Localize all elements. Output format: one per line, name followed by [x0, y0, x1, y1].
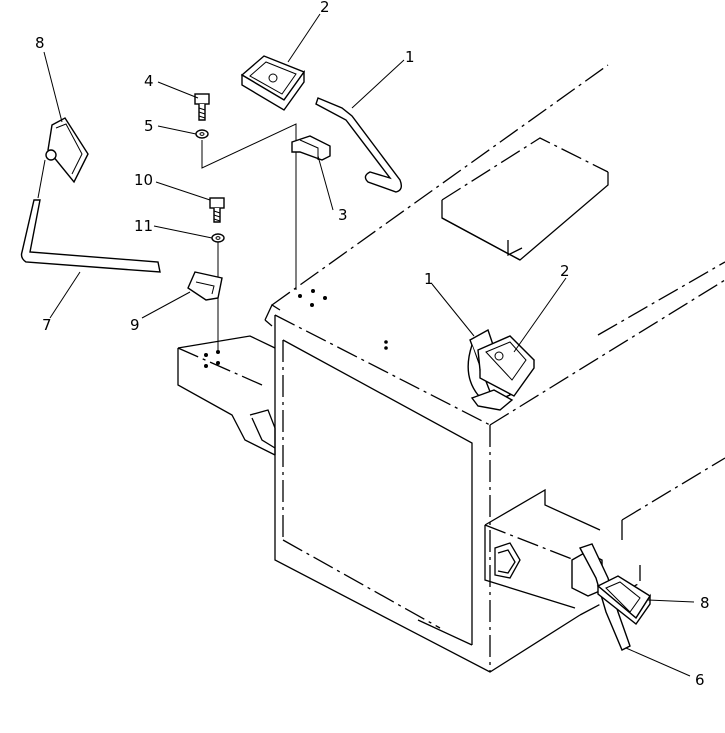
callout-labels: 8 2 1 4 5 3 10 11 7 9 1 2 8 6 [35, 0, 710, 689]
installed-assembly-upper [467, 328, 535, 411]
callout-6: 6 [695, 671, 705, 689]
callout-10: 10 [134, 171, 153, 189]
callout-9: 9 [130, 316, 140, 334]
callout-1-upper: 1 [405, 48, 415, 66]
callout-4: 4 [144, 72, 154, 90]
leader-lines [43, 13, 695, 677]
callout-8-right: 8 [700, 594, 710, 612]
clip-part-3 [291, 135, 331, 161]
callout-2-upper: 2 [320, 0, 330, 16]
rod-part-7 [20, 199, 161, 273]
washer-part-5 [195, 129, 209, 139]
callout-1-lower: 1 [424, 270, 434, 288]
callout-3: 3 [338, 206, 348, 224]
installed-assembly-lower [571, 543, 651, 651]
callout-7: 7 [42, 316, 52, 334]
callout-8-left: 8 [35, 34, 45, 52]
callout-5: 5 [144, 117, 154, 135]
washer-part-11 [211, 233, 225, 243]
pad-part-8-left [45, 117, 89, 184]
mount-holes [298, 289, 388, 350]
rod-part-1-upper [315, 97, 403, 193]
bolt-part-4 [194, 93, 210, 121]
right-lower-bracket [484, 488, 601, 609]
pad-part-2-upper [240, 55, 306, 111]
left-bracket [177, 335, 276, 456]
callout-11: 11 [134, 217, 153, 235]
callout-2-lower: 2 [560, 262, 570, 280]
clip-part-9 [187, 271, 223, 301]
bolt-part-10 [209, 197, 225, 223]
